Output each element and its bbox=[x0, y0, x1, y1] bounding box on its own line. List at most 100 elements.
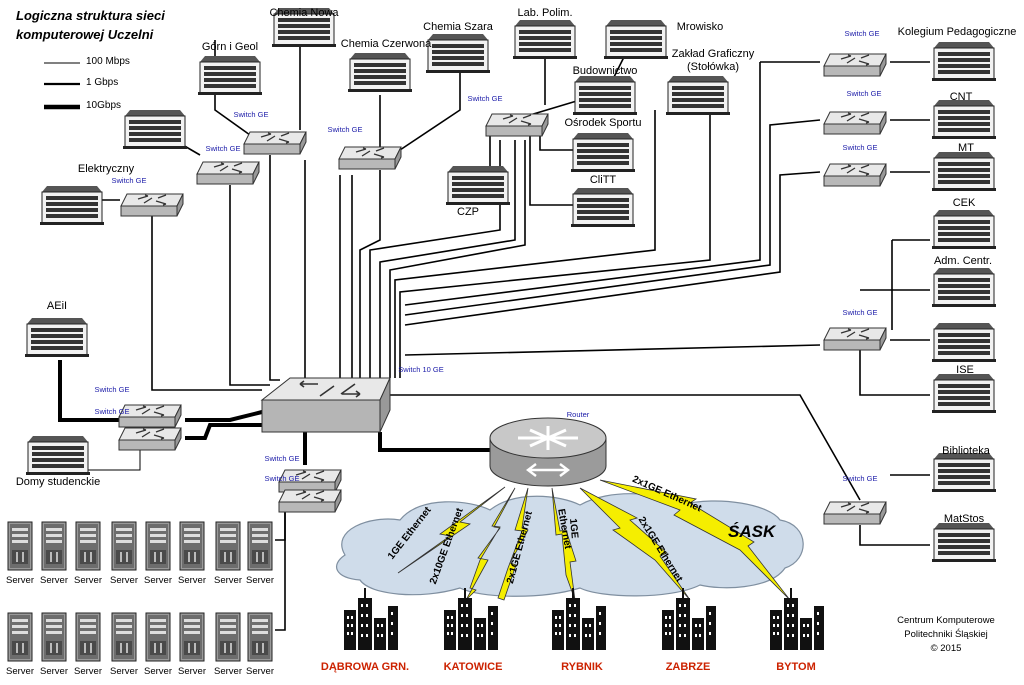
label-cnt: CNT bbox=[949, 91, 973, 103]
label-switch-10ge: Switch 10 GE bbox=[398, 365, 444, 374]
core-switch-10ge bbox=[260, 377, 391, 433]
sw-elektryczny bbox=[120, 193, 184, 217]
link-servers-1 bbox=[275, 510, 286, 541]
label-switch-aeii: Switch GE bbox=[94, 385, 130, 394]
server-label-15: Server bbox=[214, 666, 242, 677]
label-lab-polim: Lab. Polim. bbox=[517, 7, 573, 19]
server-label-1: Server bbox=[6, 575, 34, 586]
bld-gorn bbox=[197, 55, 263, 96]
label-city-dabrowa: DĄBROWA GRN. bbox=[320, 661, 410, 673]
server-label-11: Server bbox=[74, 666, 102, 677]
credit-line3: © 2015 bbox=[930, 643, 962, 654]
label-switch-gorn2: Switch GE bbox=[205, 144, 241, 153]
server-16 bbox=[247, 612, 273, 662]
link-aeii-core2 bbox=[185, 423, 262, 440]
label-osrodek-sportu: Ośrodek Sportu bbox=[564, 117, 642, 129]
bld-biblioteka bbox=[931, 452, 997, 493]
city-zabrze bbox=[662, 588, 716, 650]
bld-czp bbox=[445, 165, 511, 206]
server-13 bbox=[145, 612, 171, 662]
label-switch-cnt: Switch GE bbox=[846, 89, 882, 98]
server-14 bbox=[179, 612, 205, 662]
label-aeii: AEiI bbox=[46, 300, 68, 312]
label-mt: MT bbox=[958, 142, 974, 154]
sw-chemia-czerwona bbox=[338, 146, 402, 170]
label-switch-lab: Switch GE bbox=[467, 94, 503, 103]
wan-lightning-links bbox=[397, 479, 791, 601]
label-czp: CZP bbox=[457, 206, 479, 218]
label-chemia-szara: Chemia Szara bbox=[423, 21, 493, 33]
label-matstos: MatStos bbox=[943, 513, 985, 525]
router bbox=[489, 417, 607, 487]
server-label-14: Server bbox=[178, 666, 206, 677]
label-stolowka: (Stołówka) bbox=[687, 61, 739, 73]
link-chemia-szara bbox=[399, 60, 461, 151]
bld-elektryczny bbox=[39, 185, 105, 226]
link-core-4 bbox=[389, 140, 526, 378]
sw-chemia-nowa bbox=[243, 131, 307, 155]
label-switch-gorn: Switch GE bbox=[233, 110, 269, 119]
city-dabrowa bbox=[344, 588, 398, 650]
sw-aeii-2 bbox=[118, 427, 182, 451]
bld-elektryczny-top bbox=[122, 109, 188, 150]
server-12 bbox=[111, 612, 137, 662]
sw-biblioteka bbox=[823, 501, 887, 525]
credit-line2: Politechniki Śląskiej bbox=[904, 629, 988, 640]
bld-kolegium bbox=[931, 41, 997, 82]
legend-label-10gbps: 10Gbps bbox=[86, 100, 122, 111]
server-10 bbox=[41, 612, 67, 662]
label-switch-mt: Switch GE bbox=[842, 143, 878, 152]
server-15 bbox=[215, 612, 241, 662]
bld-clitt bbox=[570, 187, 636, 228]
sw-gorn bbox=[196, 161, 260, 185]
label-router: Router bbox=[566, 410, 590, 419]
bld-zaklad bbox=[665, 75, 731, 116]
label-elektryczny: Elektryczny bbox=[77, 163, 135, 175]
label-budownictwo: Budownictwo bbox=[572, 65, 638, 77]
server-label-4: Server bbox=[110, 575, 138, 586]
label-city-zabrze: ZABRZE bbox=[665, 661, 711, 673]
server-label-8: Server bbox=[246, 575, 274, 586]
sw-cnt bbox=[823, 111, 887, 135]
sw-mt bbox=[823, 163, 887, 187]
link-matstos bbox=[859, 525, 930, 546]
link-core-6 bbox=[399, 100, 711, 378]
server-label-5: Server bbox=[144, 575, 172, 586]
server-label-7: Server bbox=[214, 575, 242, 586]
label-ise: ISE bbox=[956, 364, 974, 376]
bld-ise bbox=[931, 373, 997, 414]
label-chemia-nowa: Chemia Nowa bbox=[269, 7, 339, 19]
server-label-6: Server bbox=[178, 575, 206, 586]
link-mt-core bbox=[404, 171, 821, 326]
label-adm-centr: Adm. Centr. bbox=[933, 255, 993, 267]
label-chemia-czerwona: Chemia Czerwona bbox=[340, 38, 432, 50]
label-switch-kolegium: Switch GE bbox=[844, 29, 880, 38]
bld-matstos bbox=[931, 522, 997, 563]
link-servers-2 bbox=[275, 510, 286, 631]
label-kolegium-pedagogiczne: Kolegium Pedagogiczne bbox=[897, 26, 1017, 38]
server-2 bbox=[41, 521, 67, 571]
sw-adm bbox=[823, 327, 887, 351]
server-6 bbox=[179, 521, 205, 571]
city-katowice bbox=[444, 588, 498, 650]
server-9 bbox=[7, 612, 33, 662]
server-label-3: Server bbox=[74, 575, 102, 586]
label-domy-studenckie: Domy studenckie bbox=[15, 476, 101, 488]
link-elektryczny-core bbox=[151, 215, 262, 391]
link-core-3 bbox=[379, 140, 516, 378]
bld-mrowisko bbox=[603, 19, 669, 60]
label-switch-adm: Switch GE bbox=[842, 308, 878, 317]
bld-cek bbox=[931, 209, 997, 250]
diagram-title-line1: Logiczna struktura sieci bbox=[16, 8, 165, 23]
link-core-1 bbox=[359, 170, 381, 378]
server-3 bbox=[75, 521, 101, 571]
link-adm-core bbox=[404, 344, 821, 356]
legend-label-1gbps: 1 Gbps bbox=[86, 77, 119, 88]
label-switch-biblioteka: Switch GE bbox=[842, 474, 878, 483]
server-8 bbox=[247, 521, 273, 571]
label-mrowisko: Mrowisko bbox=[676, 21, 724, 33]
label-sask: ŚASK bbox=[728, 522, 776, 541]
label-city-bytom: BYTOM bbox=[776, 661, 816, 673]
server-label-12: Server bbox=[110, 666, 138, 677]
